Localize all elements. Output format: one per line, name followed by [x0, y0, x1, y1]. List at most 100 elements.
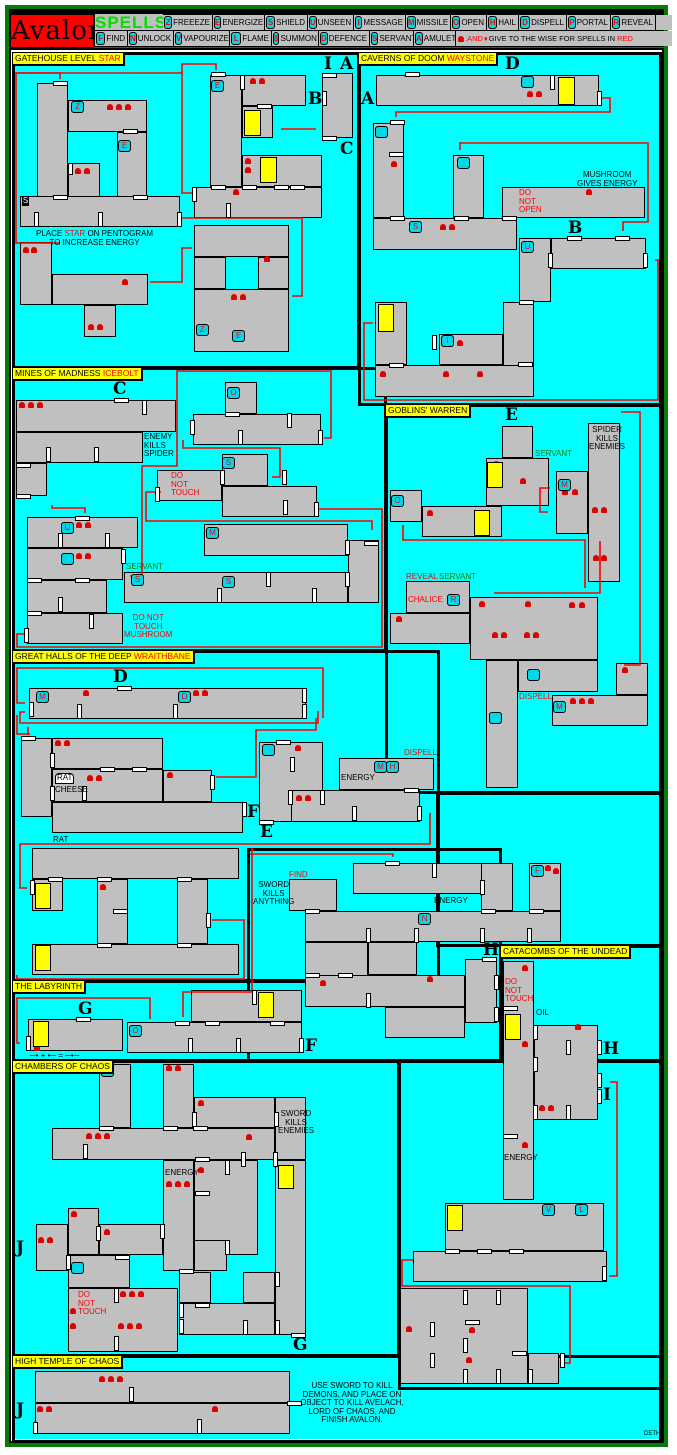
- door: [266, 572, 271, 587]
- spell-label: DISPELL: [531, 18, 564, 27]
- spell-scroll-icon: M: [558, 479, 571, 491]
- goblin-enemy-icon: [259, 78, 265, 84]
- door: [385, 861, 400, 866]
- door: [225, 1240, 230, 1255]
- goblin-enemy-icon: [28, 402, 34, 408]
- door: [533, 1105, 538, 1120]
- enemy-kills-spider-note: ENEMY KILLS SPIDER: [144, 432, 174, 458]
- door: [27, 578, 42, 583]
- door: [240, 75, 245, 90]
- section-name: HIGH TEMPLE OF CHAOS: [15, 1356, 120, 1366]
- portal-letter-i: I: [603, 1085, 611, 1105]
- goblin-enemy-icon: [427, 510, 433, 516]
- goblin-enemy-icon: [479, 601, 485, 607]
- spell-scroll-icon: O: [129, 1025, 142, 1037]
- label-labyrinth: THE LABYRINTH: [13, 981, 87, 994]
- goblin-enemy-icon: [166, 1065, 172, 1071]
- dispell-note: DISPELL: [519, 692, 552, 701]
- room: [305, 911, 561, 942]
- door: [16, 494, 31, 499]
- room: [163, 1160, 194, 1271]
- door: [89, 614, 94, 629]
- section-name: GOBLINS' WARREN: [388, 405, 468, 415]
- spell-scroll-icon: D: [178, 691, 191, 703]
- spell-scroll-icon: E: [211, 80, 224, 92]
- spell-scroll-icon: U: [521, 241, 534, 253]
- door: [352, 806, 357, 821]
- door: [496, 1369, 501, 1384]
- door: [389, 152, 404, 157]
- door: [175, 1021, 190, 1026]
- room: [52, 802, 243, 833]
- door: [197, 1419, 202, 1434]
- door: [432, 863, 437, 878]
- spell-scroll-icon: [71, 1262, 84, 1274]
- key-chest-icon: [378, 304, 394, 332]
- portal-letter-h: H: [603, 1039, 620, 1059]
- section-spell: STAR: [98, 53, 121, 63]
- portal-letter-f: F: [247, 802, 260, 822]
- energy-note: ENERGY: [504, 1153, 538, 1162]
- goblin-enemy-icon: [167, 772, 173, 778]
- room: [375, 365, 534, 397]
- spell-scroll-icon: U: [61, 522, 74, 534]
- goblin-enemy-icon: [601, 507, 607, 513]
- label-chambers: CHAMBERS OF CHAOS: [13, 1061, 114, 1074]
- label-great-halls: GREAT HALLS OF THE DEEP WRAITHBANE: [13, 651, 195, 664]
- spell-scroll-icon: [262, 744, 275, 756]
- goblin-enemy-icon: [99, 1376, 105, 1382]
- spell-label: AMULET: [423, 34, 457, 43]
- spell-label: FREEEZE: [173, 18, 210, 27]
- find-note: FIND: [289, 870, 308, 879]
- spell-scroll-icon: S: [222, 457, 235, 469]
- door: [597, 1089, 602, 1104]
- spell-scroll-icon: [375, 126, 388, 138]
- goblin-enemy-icon: [88, 324, 94, 330]
- key-chest-icon: [35, 883, 51, 909]
- door: [236, 1038, 241, 1053]
- room: [502, 426, 533, 458]
- spell-label: OPEN: [461, 18, 484, 27]
- goblin-enemy-icon: [76, 553, 82, 559]
- goblin-enemy-icon: [97, 324, 103, 330]
- door: [390, 216, 405, 221]
- spell-scroll-icon: S: [222, 576, 235, 588]
- spell-icon: F: [96, 32, 106, 45]
- door: [533, 1025, 538, 1040]
- do-not-touch-note: DO NOT TOUCH: [78, 1290, 107, 1316]
- door: [99, 1126, 114, 1131]
- door: [503, 1134, 518, 1139]
- section-spell: ICEBOLT: [102, 368, 139, 378]
- spell-label: FLAME: [242, 34, 269, 43]
- room: [305, 975, 465, 1007]
- door: [480, 928, 485, 943]
- door: [21, 736, 36, 741]
- door: [287, 1401, 302, 1406]
- goblin-enemy-icon: [193, 690, 199, 696]
- spell-icon: R: [612, 16, 621, 29]
- spell-label: UNSEEN: [317, 18, 352, 27]
- do-not-touch-note: DO NOT TOUCH: [171, 471, 200, 497]
- key-chest-icon: [35, 945, 51, 971]
- door: [275, 1320, 280, 1335]
- door: [496, 1290, 501, 1305]
- door: [16, 463, 31, 468]
- spell-label: ENERGIZE: [222, 18, 264, 27]
- key-formula: ─• + •─ = ─•─: [30, 1051, 80, 1060]
- goblin-enemy-icon: [198, 1100, 204, 1106]
- spell-scroll-icon: [527, 669, 540, 681]
- door: [226, 203, 231, 218]
- goblin-enemy-icon: [129, 1291, 135, 1297]
- room: [179, 1272, 211, 1303]
- door: [257, 104, 272, 109]
- goblin-enemy-icon: [85, 522, 91, 528]
- door: [463, 1338, 468, 1353]
- door: [206, 913, 211, 928]
- label-goblins: GOBLINS' WARREN: [386, 405, 472, 418]
- goblin-enemy-icon: [522, 1041, 528, 1047]
